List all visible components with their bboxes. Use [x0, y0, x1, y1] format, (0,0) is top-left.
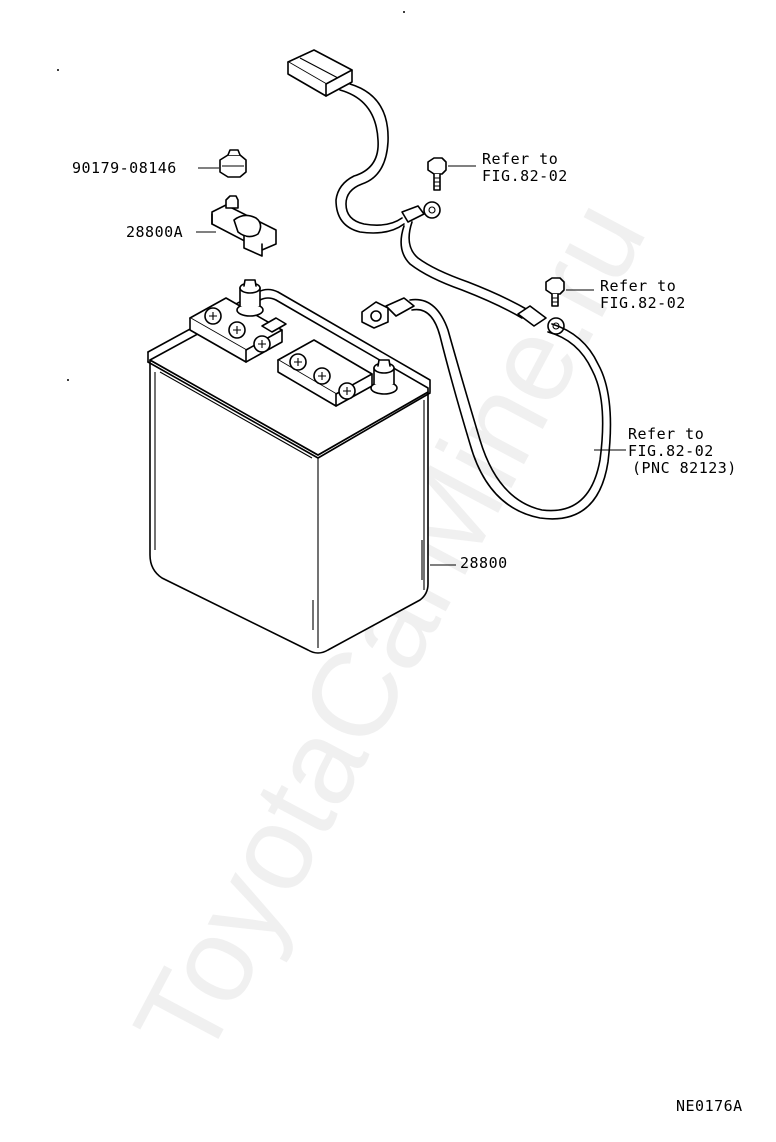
clamp-part-number: 28800A [126, 223, 184, 241]
ref3-line3: (PNC 82123) [632, 459, 737, 477]
ref3-line1: Refer to [628, 425, 705, 443]
battery-part-number: 28800 [460, 554, 508, 572]
ref2-line1: Refer to [600, 277, 677, 295]
bolt-part-number: 90179-08146 [72, 159, 177, 177]
terminal-right [370, 359, 398, 395]
cable-middle [400, 221, 565, 335]
bolt-nut [198, 149, 247, 178]
cell-caps-left [189, 297, 287, 363]
terminal-left [236, 279, 264, 317]
cable-lower [361, 297, 626, 520]
ref3-line2: FIG.82-02 [628, 442, 714, 460]
ref1-line2: FIG.82-02 [482, 167, 568, 185]
cell-caps-right [277, 339, 373, 407]
cable-upper [287, 49, 441, 234]
ref2-line2: FIG.82-02 [600, 294, 686, 312]
ref1-line1: Refer to [482, 150, 559, 168]
figure-code: NE0176A [676, 1097, 743, 1115]
terminal-clamp [196, 195, 277, 257]
battery [147, 288, 431, 654]
refer-bolt-1 [427, 157, 476, 191]
refer-bolt-2 [545, 277, 594, 307]
